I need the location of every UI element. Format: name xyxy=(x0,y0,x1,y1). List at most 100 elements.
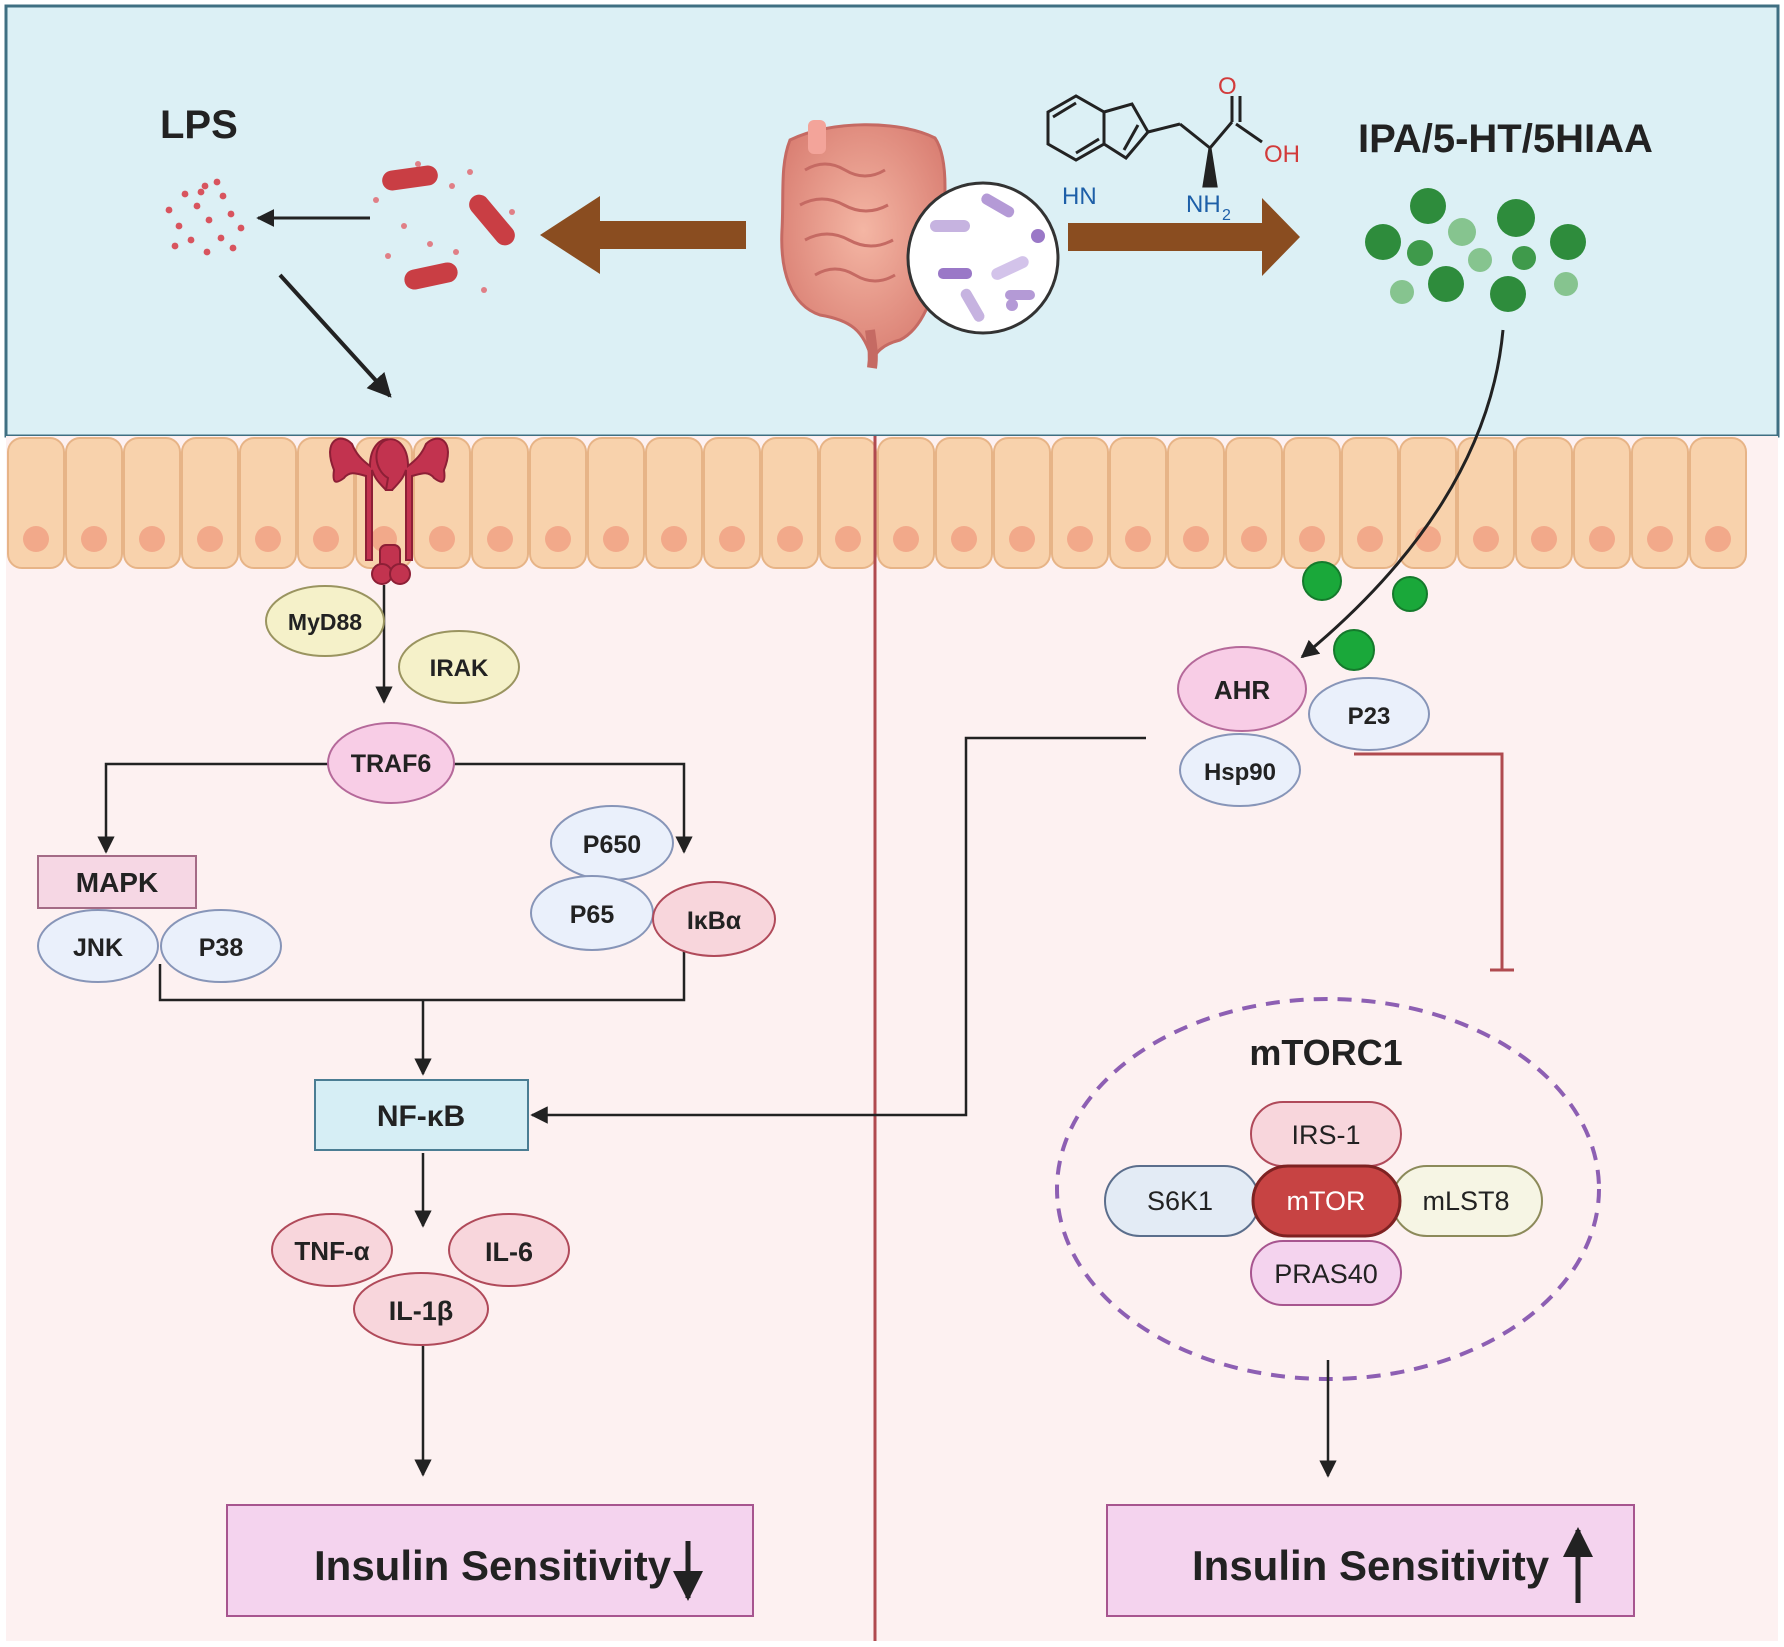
epithelial-cell-layer xyxy=(7,437,1747,569)
metabolite-particles xyxy=(1365,188,1586,312)
molecule-nh-subscript: 2 xyxy=(1222,207,1231,224)
ahr-inhibits-mtorc1-line xyxy=(1354,752,1504,970)
molecule-nh: NH xyxy=(1186,191,1221,218)
metabolite-green-1 xyxy=(1302,561,1342,601)
nfkb-node xyxy=(314,1079,529,1151)
lps-particle xyxy=(237,224,245,232)
cell-nucleus xyxy=(23,526,49,552)
molecule-hn: HN xyxy=(1062,183,1097,210)
mapk-node xyxy=(37,855,197,909)
ahr-node xyxy=(1177,646,1307,732)
jnk-label: JNK xyxy=(73,934,123,962)
epithelial-cell xyxy=(1573,437,1631,569)
lps-particle xyxy=(165,206,173,214)
myd88-node xyxy=(265,585,385,657)
lps-particle xyxy=(203,248,211,256)
cell-nucleus xyxy=(1647,526,1673,552)
irak-node xyxy=(398,630,520,704)
lps-particle xyxy=(197,188,205,196)
cell-nucleus xyxy=(1299,526,1325,552)
cell-nucleus xyxy=(1009,526,1035,552)
s6k1-label: S6K1 xyxy=(1147,1186,1213,1216)
epithelial-cell xyxy=(1167,437,1225,569)
cell-nucleus xyxy=(313,526,339,552)
epithelial-cell xyxy=(7,437,65,569)
epithelial-cell xyxy=(935,437,993,569)
cell-nucleus xyxy=(545,526,571,552)
cell-nucleus xyxy=(1067,526,1093,552)
myd88-label: MyD88 xyxy=(288,609,362,635)
tryptophan-molecule-icon xyxy=(1046,94,1263,188)
il6-node xyxy=(448,1213,570,1287)
epithelial-cell xyxy=(1109,437,1167,569)
il1b-label: IL-1β xyxy=(389,1296,453,1326)
epithelial-cell xyxy=(877,437,935,569)
lps-particle xyxy=(213,178,221,186)
lps-particles xyxy=(165,178,245,256)
ikba-node xyxy=(652,881,776,957)
epithelial-cell xyxy=(645,437,703,569)
p23-node xyxy=(1308,677,1430,751)
irs1-label: IRS-1 xyxy=(1291,1120,1360,1150)
traf6-node xyxy=(327,722,455,804)
microbe-magnifier-icon xyxy=(906,181,1060,335)
cell-nucleus xyxy=(81,526,107,552)
bacteria-icon xyxy=(373,161,515,293)
irak-label: IRAK xyxy=(430,655,489,682)
cell-nucleus xyxy=(1125,526,1151,552)
cell-nucleus xyxy=(835,526,861,552)
molecule-oh: OH xyxy=(1264,141,1300,168)
lps-particle xyxy=(205,216,213,224)
cell-nucleus xyxy=(487,526,513,552)
cell-nucleus xyxy=(197,526,223,552)
epithelial-cell xyxy=(703,437,761,569)
il1b-node xyxy=(353,1272,489,1346)
metabolite-green-2 xyxy=(1392,576,1428,612)
epithelial-cell xyxy=(993,437,1051,569)
left-outcome-label: Insulin Sensitivity xyxy=(314,1542,672,1589)
lps-particle xyxy=(193,202,201,210)
right-outcome-box xyxy=(1106,1504,1635,1617)
epithelial-cell xyxy=(239,437,297,569)
lps-particle xyxy=(217,234,225,242)
cell-nucleus xyxy=(1531,526,1557,552)
hsp90-label: Hsp90 xyxy=(1204,759,1276,786)
epithelial-cell xyxy=(1689,437,1747,569)
traf6-label: TRAF6 xyxy=(351,750,432,778)
epithelial-cell xyxy=(123,437,181,569)
lps-particle xyxy=(219,192,227,200)
cell-nucleus xyxy=(603,526,629,552)
epithelial-cell xyxy=(1631,437,1689,569)
left-outcome-box xyxy=(226,1504,754,1617)
brown-arrow-right xyxy=(1068,198,1300,276)
epithelial-cell xyxy=(1399,437,1457,569)
mapk-label: MAPK xyxy=(76,867,158,898)
nfkb-label: NF-κB xyxy=(377,1100,465,1133)
pras40-label: PRAS40 xyxy=(1274,1259,1378,1289)
lps-particle xyxy=(171,242,179,250)
cell-nucleus xyxy=(1705,526,1731,552)
cell-nucleus xyxy=(1241,526,1267,552)
epithelial-cell xyxy=(1341,437,1399,569)
metabolites-label: IPA/5-HT/5HIAA xyxy=(1358,117,1653,161)
molecule-o: O xyxy=(1218,73,1237,100)
tnfa-label: TNF-α xyxy=(294,1236,369,1266)
hsp90-node xyxy=(1179,733,1301,807)
cell-nucleus xyxy=(951,526,977,552)
metabolite-to-ahr-arrow xyxy=(1300,329,1505,659)
epithelial-cell xyxy=(587,437,645,569)
cell-nucleus xyxy=(777,526,803,552)
mlst8-label: mLST8 xyxy=(1422,1186,1509,1216)
intestine-icon xyxy=(780,120,947,369)
lps-particle xyxy=(187,236,195,244)
cell-nucleus xyxy=(1357,526,1383,552)
epithelial-cell xyxy=(1457,437,1515,569)
epithelial-cell xyxy=(529,437,587,569)
jnk-node xyxy=(37,909,159,983)
il6-label: IL-6 xyxy=(485,1237,533,1267)
cell-nucleus xyxy=(255,526,281,552)
epithelial-cell xyxy=(65,437,123,569)
epithelial-cell xyxy=(181,437,239,569)
mtor-label: mTOR xyxy=(1287,1186,1366,1216)
